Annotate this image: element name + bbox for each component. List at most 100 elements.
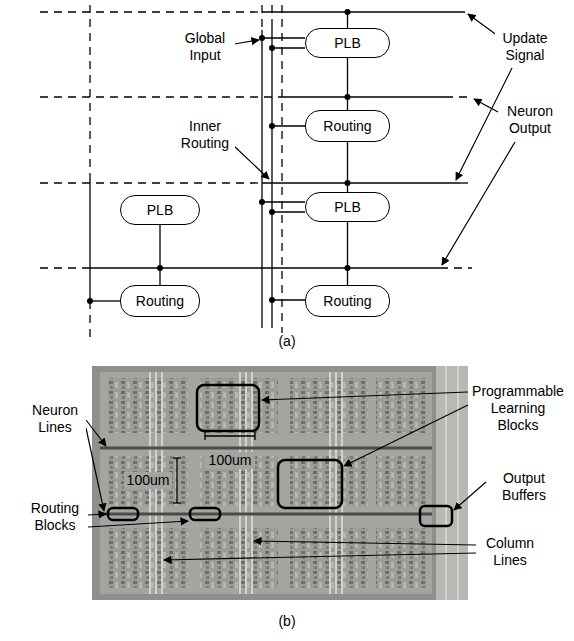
leader-arrow — [88, 514, 106, 515]
column-line-photo — [239, 372, 241, 594]
update-signal-line — [460, 182, 472, 183]
junction-dot — [269, 45, 275, 51]
circuit-block — [376, 456, 426, 506]
column-line-photo — [251, 372, 253, 594]
circuit-block — [376, 378, 426, 433]
circuit-block — [108, 378, 188, 433]
inner-routing-line — [271, 5, 272, 20]
junction-dot — [345, 9, 351, 15]
connector-wire — [347, 58, 348, 110]
callout-label: Column Lines — [478, 535, 542, 569]
neuron-line-photo — [100, 513, 432, 516]
neuron-output-line — [280, 96, 445, 97]
chip-area — [100, 372, 432, 594]
circuit-block — [108, 528, 188, 588]
routing-callout-box — [108, 508, 138, 520]
scale-tick — [173, 502, 181, 503]
leader-arrow — [86, 428, 104, 511]
update-signal-line — [262, 182, 460, 183]
routing-box: Routing — [305, 285, 390, 317]
leader-arrow — [234, 146, 269, 179]
neuron-output-line — [445, 96, 472, 97]
neuron-output-line — [40, 96, 280, 97]
column-line — [281, 5, 282, 340]
connector-wire — [159, 225, 160, 285]
leader-arrow — [262, 392, 468, 400]
plb-box: PLB — [305, 192, 390, 222]
input-stub — [272, 47, 305, 48]
junction-dot — [269, 209, 275, 215]
signal-label: Global Input — [175, 30, 235, 64]
leader-arrow — [254, 541, 476, 545]
update-signal-line — [40, 11, 262, 12]
callout-label: Output Buffers — [488, 470, 560, 504]
column-line — [89, 180, 90, 301]
junction-dot — [269, 297, 275, 303]
column-line — [89, 5, 90, 180]
signal-label: Update Signal — [495, 30, 555, 64]
leader-arrow — [234, 40, 259, 44]
input-stub — [272, 125, 305, 126]
inner-routing-line — [271, 20, 272, 320]
callout-label: Neuron Lines — [24, 402, 86, 436]
scale-bar — [205, 435, 255, 436]
output-buffer-callout-box — [420, 506, 452, 526]
leader-arrow — [454, 482, 486, 510]
input-stub — [272, 211, 305, 212]
circuit-block — [376, 528, 426, 588]
scale-label: 100um — [205, 452, 255, 469]
output-strip — [436, 366, 468, 600]
leader-arrow — [88, 521, 188, 527]
block-label: PLB — [334, 35, 360, 52]
block-label: Routing — [323, 293, 371, 310]
signal-label: Neuron Output — [500, 103, 560, 137]
neuron-output-line — [440, 267, 472, 268]
column-line-photo — [335, 372, 337, 594]
junction-dot — [259, 199, 265, 205]
global-input-line — [261, 5, 262, 30]
connector-wire — [347, 222, 348, 285]
neuron-output-line — [40, 267, 90, 268]
column-line-photo — [245, 372, 247, 594]
connector-wire — [347, 142, 348, 192]
micrograph-ground — [92, 366, 468, 600]
output-wire-photo — [457, 366, 459, 600]
leader-arrow — [468, 14, 498, 36]
input-stub — [262, 201, 305, 202]
block-label: PLB — [147, 202, 173, 219]
block-label: Routing — [323, 118, 371, 135]
callout-label: Programmable Learning Blocks — [470, 383, 566, 434]
neuron-output-line — [90, 267, 440, 268]
input-stub — [262, 37, 305, 38]
circuit-block — [108, 456, 188, 506]
input-stub — [90, 300, 120, 301]
update-signal-line — [40, 182, 262, 183]
scale-tick — [173, 457, 181, 458]
junction-dot — [259, 35, 265, 41]
panel-label: (a) — [257, 333, 317, 350]
block-label: PLB — [334, 199, 360, 216]
leader-arrow — [344, 405, 468, 466]
scale-label: 100um — [124, 472, 172, 489]
plb-callout-box — [197, 385, 259, 431]
scale-tick — [204, 432, 205, 440]
input-stub — [272, 299, 305, 300]
column-line — [89, 301, 90, 340]
panel-label: (b) — [257, 613, 317, 630]
plb-box: PLB — [120, 195, 200, 225]
scale-tick — [254, 432, 255, 440]
plb-callout-box — [278, 460, 342, 508]
column-line-photo — [329, 372, 331, 594]
scale-bar — [176, 458, 177, 503]
routing-box: Routing — [120, 285, 200, 317]
junction-dot — [87, 298, 93, 304]
signal-label: Inner Routing — [175, 118, 235, 152]
routing-callout-box — [190, 508, 220, 520]
leader-arrow — [442, 142, 515, 265]
leader-arrow — [164, 553, 476, 560]
routing-box: Routing — [305, 110, 390, 142]
plb-box: PLB — [305, 28, 390, 58]
block-label: Routing — [136, 293, 184, 310]
output-wire-photo — [445, 366, 447, 600]
